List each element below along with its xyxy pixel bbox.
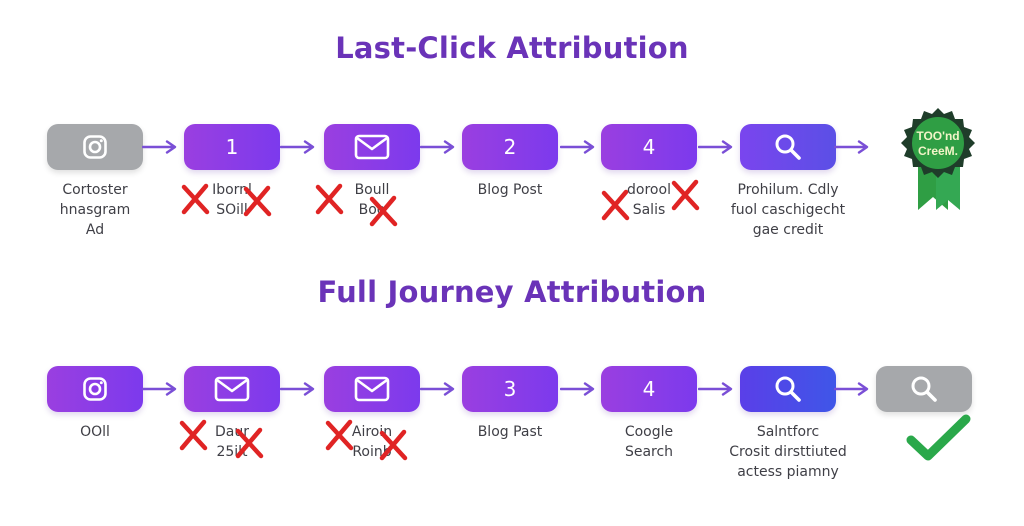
arrow-icon	[834, 382, 869, 396]
x-mark-icon	[181, 183, 210, 215]
arrow-icon	[834, 140, 869, 154]
full-journey-title: Full Journey Attribution	[317, 275, 707, 309]
x-mark-icon	[601, 189, 630, 221]
full-journey-node-4: 4	[601, 366, 697, 412]
full-journey-label-4: Blog Past	[477, 424, 543, 440]
full-journey-node-email-1	[184, 366, 280, 412]
badge-line-2: CreeM.	[918, 144, 958, 158]
x-mark-icon	[315, 183, 344, 215]
full-journey-label-1: OOll	[80, 424, 110, 440]
last-click-label-4: Blog Post	[477, 182, 543, 198]
instagram-icon	[83, 377, 107, 401]
arrow-icon	[280, 382, 315, 396]
last-click-label-2: Ibornl SOill	[212, 182, 252, 218]
x-mark-icon	[369, 195, 398, 227]
last-click-node-search	[740, 124, 836, 170]
full-journey-node-search	[740, 366, 836, 412]
arrow-icon	[142, 382, 177, 396]
arrow-icon	[560, 140, 595, 154]
search-icon	[775, 134, 801, 160]
arrow-icon	[420, 382, 455, 396]
arrow-icon	[420, 140, 455, 154]
arrow-icon	[698, 382, 733, 396]
search-icon	[775, 376, 801, 402]
x-mark-icon	[235, 427, 264, 459]
search-icon	[911, 376, 937, 402]
last-click-label-6: Prohilum. Cdly fuol caschigecht gae cred…	[730, 182, 846, 238]
full-journey-flow: OOll Daur 25ilt Airoin Roinb 3 Blog Past	[0, 366, 1024, 526]
last-click-title: Last-Click Attribution	[335, 31, 689, 65]
arrow-icon	[280, 140, 315, 154]
last-click-node-4: 4	[601, 124, 697, 170]
credit-badge-icon: TOO'nd CreeM.	[901, 108, 975, 210]
envelope-icon	[354, 134, 390, 160]
full-journey-label-3: Airoin Roinb	[351, 424, 393, 460]
last-click-node-2: 2	[462, 124, 558, 170]
instagram-icon	[83, 135, 107, 159]
x-mark-icon	[671, 179, 700, 211]
last-click-label-5: dorool Salis	[627, 182, 671, 218]
full-journey-node-3: 3	[462, 366, 558, 412]
last-click-node-email	[324, 124, 420, 170]
arrow-icon	[698, 140, 733, 154]
x-mark-icon	[325, 419, 354, 451]
arrow-icon	[142, 140, 177, 154]
x-mark-icon	[179, 419, 208, 451]
envelope-icon	[354, 376, 390, 402]
x-mark-icon	[243, 185, 272, 217]
full-journey-label-5: Coogle Search	[624, 424, 674, 460]
x-mark-icon	[379, 429, 408, 461]
full-journey-node-instagram	[47, 366, 143, 412]
arrow-icon	[560, 382, 595, 396]
checkmark-icon	[906, 414, 971, 461]
last-click-flow: Cortoster hnasgram Ad 1 Ibornl SOill Bou…	[0, 108, 1024, 284]
last-click-node-instagram	[47, 124, 143, 170]
full-journey-node-final-search	[876, 366, 972, 412]
full-journey-node-email-2	[324, 366, 420, 412]
badge-line-1: TOO'nd	[916, 129, 959, 143]
full-journey-label-6: Salntforc Crosit dirsttiuted actess piam…	[729, 424, 847, 480]
last-click-node-1: 1	[184, 124, 280, 170]
envelope-icon	[214, 376, 250, 402]
last-click-label-1: Cortoster hnasgram Ad	[59, 182, 131, 238]
